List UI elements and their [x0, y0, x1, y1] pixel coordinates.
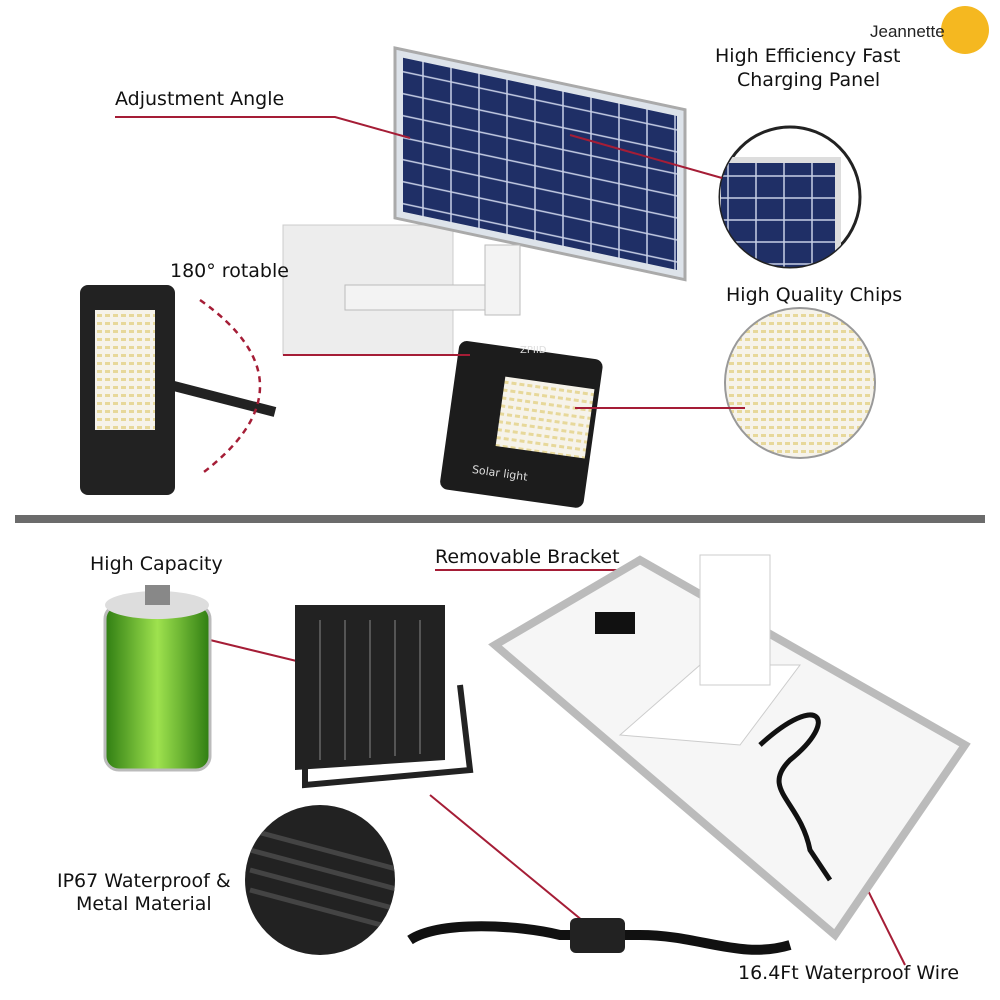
floodlight-front: Solar light [440, 341, 603, 508]
cable [758, 712, 833, 882]
label-capacity: High Capacity [90, 553, 223, 575]
label-bracket: Removable Bracket [435, 546, 620, 568]
label-adjustment-angle: Adjustment Angle [115, 88, 285, 110]
label-ip67-line2: Metal Material [76, 893, 212, 915]
label-wire: 16.4Ft Waterproof Wire [738, 962, 960, 984]
label-panel-line2: Charging Panel [737, 69, 881, 91]
floodlight-back [295, 605, 474, 789]
arm [344, 284, 506, 311]
label-chips: High Quality Chips [726, 284, 903, 306]
rotation-arc [199, 298, 262, 476]
logo-sun-icon [941, 6, 989, 54]
label-ip67-line1: IP67 Waterproof & [57, 870, 231, 892]
label-panel-line1: High Efficiency Fast [715, 45, 901, 67]
bracket [484, 244, 521, 316]
solar-panel [393, 46, 687, 282]
battery-icon [103, 585, 212, 772]
floodlight-side [80, 285, 277, 495]
solar-panel-back [488, 555, 971, 941]
section-divider [15, 515, 985, 523]
brand-logo: Jeannette [870, 22, 945, 41]
label-rotable: 180° rotable [170, 260, 289, 282]
lamp-brand: ZPIID [520, 345, 547, 356]
